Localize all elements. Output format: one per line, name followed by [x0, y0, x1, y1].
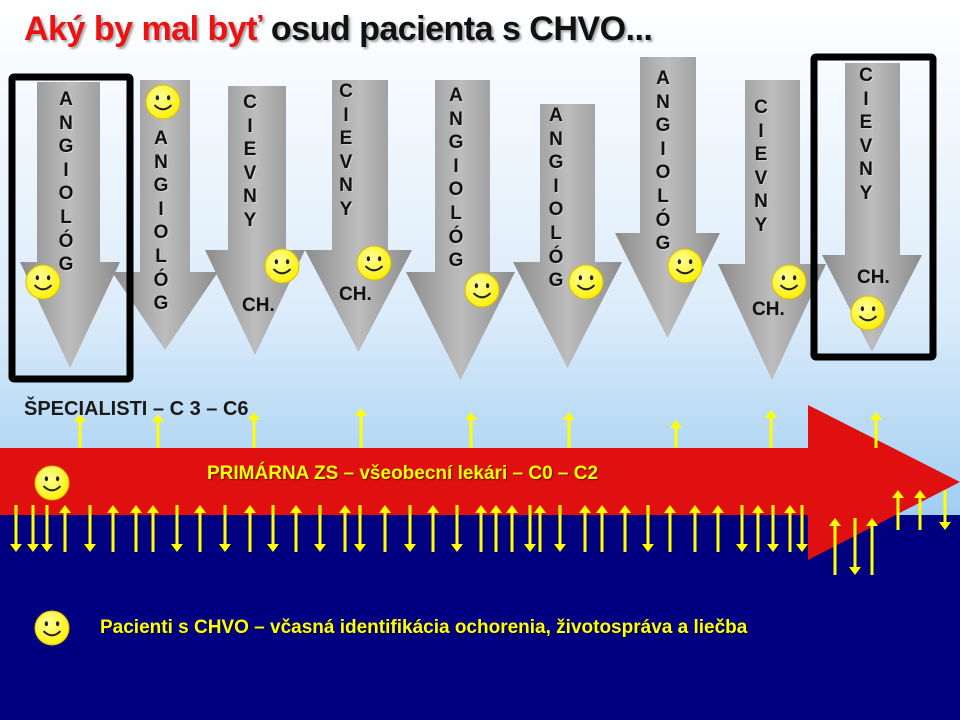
smiley-face-icon [145, 84, 181, 120]
arrow-4-label: C I E V N Y [339, 81, 353, 220]
arrow-down-icon [314, 505, 326, 552]
smiley-face-icon [25, 264, 61, 300]
arrow-up-icon [689, 505, 701, 552]
arrow-down-icon [404, 505, 416, 552]
arrow-up-icon [465, 412, 477, 448]
arrow-down-icon [27, 505, 39, 552]
arrow-up-icon [107, 505, 119, 552]
arrow-8-label: C I E V N Y [754, 97, 768, 236]
arrow-up-icon [147, 505, 159, 552]
smiley-face-icon [464, 272, 500, 308]
arrow-up-icon [248, 412, 260, 448]
arrow-down-icon [524, 505, 536, 552]
arrow-up-icon [712, 505, 724, 552]
specialist-arrow-3 [205, 86, 305, 355]
arrow-down-icon [84, 505, 96, 552]
arrow-down-icon [642, 505, 654, 552]
arrow-2-label: A N G I O L Ó G [153, 128, 169, 315]
smiley-face-icon [667, 248, 703, 284]
arrow-down-icon [219, 505, 231, 552]
specialist-arrow-8 [718, 80, 826, 380]
arrow-up-icon [765, 410, 777, 448]
arrow-down-icon [10, 505, 22, 552]
specialist-arrow-9 [822, 63, 922, 352]
arrow-down-icon [41, 505, 53, 552]
arrow-1-label: A N G I O L Ó G [58, 89, 74, 276]
smiley-face-icon [850, 295, 886, 331]
page-title: Aký by mal byť osud pacienta s CHVO... [24, 10, 653, 49]
arrow-up-icon [784, 505, 796, 552]
arrow-down-icon [796, 505, 808, 552]
specialist-arrow-2 [112, 80, 218, 350]
arrow-3-ch-label: CH. [242, 295, 275, 316]
smiley-face-icon [34, 465, 70, 501]
arrow-up-icon [130, 505, 142, 552]
primary-care-label: PRIMÁRNA ZS – všeobecní lekári – C0 – C2 [207, 463, 599, 484]
arrow-down-icon [736, 505, 748, 552]
arrow-up-icon [914, 490, 926, 530]
arrow-up-icon [490, 505, 502, 552]
smiley-face-icon [34, 610, 70, 646]
arrow-up-icon [194, 505, 206, 552]
arrow-up-icon [244, 505, 256, 552]
arrow-up-icon [664, 505, 676, 552]
highlight-frame-arrow-1 [8, 73, 134, 383]
arrow-6-label: A N G I O L Ó G [548, 105, 564, 292]
arrow-down-icon [939, 490, 951, 530]
arrow-down-icon [849, 518, 861, 575]
arrow-9-label: C I E V N Y [859, 65, 873, 204]
arrow-7-label: A N G I O L Ó G [655, 68, 671, 255]
arrow-up-icon [534, 505, 546, 552]
arrow-up-icon [506, 505, 518, 552]
title-part-2: osud pacienta s CHVO... [270, 10, 653, 48]
arrow-up-icon [752, 505, 764, 552]
patients-label: Pacienti s CHVO – včasná identifikácia o… [100, 617, 748, 638]
arrow-up-icon [290, 505, 302, 552]
arrow-up-icon [866, 518, 878, 575]
arrow-up-icon [475, 505, 487, 552]
arrow-9-ch-label: CH. [857, 267, 890, 288]
arrow-up-icon [355, 408, 367, 448]
arrow-up-icon [619, 505, 631, 552]
specialist-arrow-6 [513, 104, 622, 368]
arrow-down-icon [267, 505, 279, 552]
highlight-frame-arrow-9 [810, 53, 937, 361]
arrow-down-icon [354, 505, 366, 552]
smiley-face-icon [356, 245, 392, 281]
arrow-down-icon [767, 505, 779, 552]
arrow-down-icon [554, 505, 566, 552]
arrow-4-ch-label: CH. [339, 284, 372, 305]
arrow-up-icon [596, 505, 608, 552]
specialist-arrow-4 [305, 80, 412, 352]
arrow-8-ch-label: CH. [752, 299, 785, 320]
arrow-up-icon [379, 505, 391, 552]
specialists-label: ŠPECIALISTI – C 3 – C6 [24, 398, 249, 420]
smiley-face-icon [264, 248, 300, 284]
arrow-up-icon [892, 490, 904, 530]
arrow-down-icon [451, 505, 463, 552]
title-part-1: Aký by mal byť [24, 10, 262, 48]
smiley-face-icon [771, 264, 807, 300]
arrow-up-icon [829, 518, 841, 575]
arrow-5-label: A N G I O L Ó G [448, 85, 464, 272]
smiley-face-icon [568, 264, 604, 300]
arrow-up-icon [563, 412, 575, 448]
arrow-up-icon [74, 414, 86, 448]
arrow-up-icon [427, 505, 439, 552]
arrow-up-icon [339, 505, 351, 552]
arrow-3-label: C I E V N Y [243, 92, 257, 231]
arrow-up-icon [670, 420, 682, 448]
arrow-up-icon [870, 412, 882, 448]
arrow-up-icon [579, 505, 591, 552]
arrow-down-icon [171, 505, 183, 552]
primary-care-band-arrow [0, 405, 960, 560]
arrow-up-icon [152, 414, 164, 448]
arrow-up-icon [59, 505, 71, 552]
